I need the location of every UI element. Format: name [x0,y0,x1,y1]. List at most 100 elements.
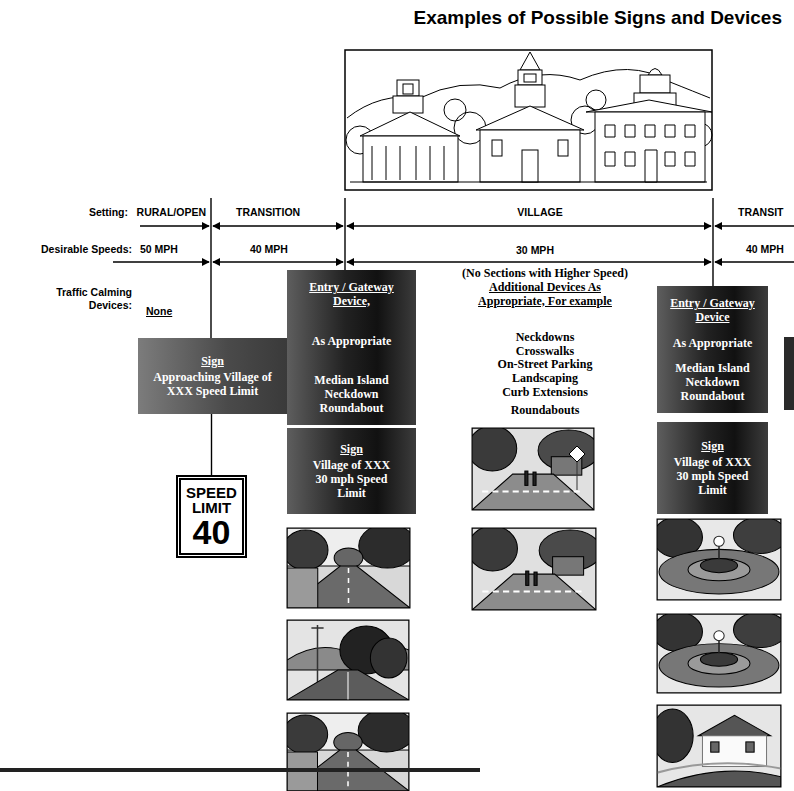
tree-outlines [586,90,606,110]
photo-frame [472,428,594,510]
box-text: SPEED LIMIT [183,485,240,515]
sign-box: SignApproaching Village of XXX Speed Lim… [138,338,287,414]
roundabout-photo [653,612,787,693]
zone-label: (No Sections with Higher Speed) [425,267,665,281]
road-photo [283,709,415,791]
box-text: 40 [193,515,231,549]
speed-arrow [213,261,343,263]
box-text: Approaching Village of XXX Speed Limit [152,370,274,398]
photo-frame [657,519,781,600]
diagram-title: Examples of Possible Signs and Devices [413,7,782,29]
page-rule [0,768,480,772]
photo-frame [472,528,596,610]
zone-label: On-Street Parking [445,358,645,372]
box-text: Median Island Neckdown Roundabout [302,373,402,415]
left-church [363,136,458,182]
left-church [360,80,460,182]
box-text: Entry / Gateway Device [663,296,762,324]
left-church [372,146,444,180]
road-photo [283,524,416,608]
box-text: Sign [201,354,224,368]
center-church [480,130,580,182]
left-church [397,80,419,96]
sign-box: SignVillage of XXX 30 mph Speed Limit [287,428,416,514]
left-church [393,96,423,113]
box-text: Median Island Neckdown Roundabout [663,361,762,403]
gateway-box: Entry / Gateway Device As AppropriateMedi… [657,286,768,413]
center-church [476,52,584,182]
zone-label: Curb Extensions [445,386,645,400]
setting-arrow [715,225,794,227]
center-church [518,70,542,85]
right-building [586,100,712,112]
zone-label: TRANSITION [236,206,336,219]
left-church [360,112,460,136]
box-text: As Appropriate [673,336,752,350]
speed-arrow [347,261,711,263]
zone-label: 40 MPH [746,243,794,256]
setting-arrow [140,225,209,227]
sidewalk-photo [468,526,601,610]
center-church [492,140,502,156]
center-church [476,106,584,130]
box-text: Entry / Gateway Device, [293,280,410,308]
house-photo [652,705,781,787]
box-text: Village of XXX 30 mph Speed Limit [667,455,759,497]
zone-label: Crosswalks [445,345,645,359]
zone-label: Additional Devices As Appropriate, For e… [468,281,622,308]
zone-label: VILLAGE [470,206,610,219]
photos [283,426,787,791]
zone-label: 50 MPH [140,243,200,256]
illustration-frame [345,50,712,190]
setting-arrow [347,225,711,227]
right-building [586,69,712,183]
partial-box [784,337,794,410]
crosswalk-photo [468,426,599,510]
tree-outlines [444,99,466,121]
zone-label: Desirable Speeds: [10,243,132,256]
left-church [403,84,413,94]
photo-frame [287,620,409,700]
zone-divider [712,198,713,286]
zone-label: RURAL/OPEN [128,206,206,219]
right-building [648,69,662,76]
center-church [524,74,536,82]
pedestrian-sign [569,446,585,462]
speed-limit-sign: SPEED LIMIT40 [176,475,247,558]
photo-frame [287,528,410,608]
zone-divider [344,198,345,270]
right-building [605,125,695,182]
right-building [640,75,670,93]
speed-arrow [113,261,209,263]
zone-label: None [146,305,196,318]
zone-label: 40 MPH [250,243,320,256]
zone-divider [210,198,211,338]
gateway-box: Entry / Gateway Device,As AppropriateMed… [287,270,416,425]
connector-line [211,414,212,475]
center-church [520,52,540,70]
zone-label: Roundabouts [445,404,645,418]
sign-box: SignVillage of XXX 30 mph Speed Limit [657,422,768,514]
zone-label: TRANSIT [738,206,794,219]
zone-label: Setting: [40,206,128,219]
photo-frame [657,614,781,693]
road-photo [287,620,409,700]
pedestrian-sign [569,446,585,490]
center-church [515,85,545,107]
center-church [522,150,538,182]
zone-label: Neckdowns [445,331,645,345]
photo-frame [287,713,409,791]
village-illustration [345,50,712,190]
pedestrian-sign [577,462,578,490]
box-text: Village of XXX 30 mph Speed Limit [306,458,398,500]
zone-arrows [113,226,794,262]
center-church [558,140,568,156]
box-text: Sign [701,439,724,453]
zone-label: 30 MPH [480,244,590,257]
box-text: Sign [340,442,363,456]
zone-label: Traffic Calming Devices: [36,286,132,312]
photo-frame [657,705,781,787]
ground-line [350,182,707,183]
right-building [595,112,705,182]
